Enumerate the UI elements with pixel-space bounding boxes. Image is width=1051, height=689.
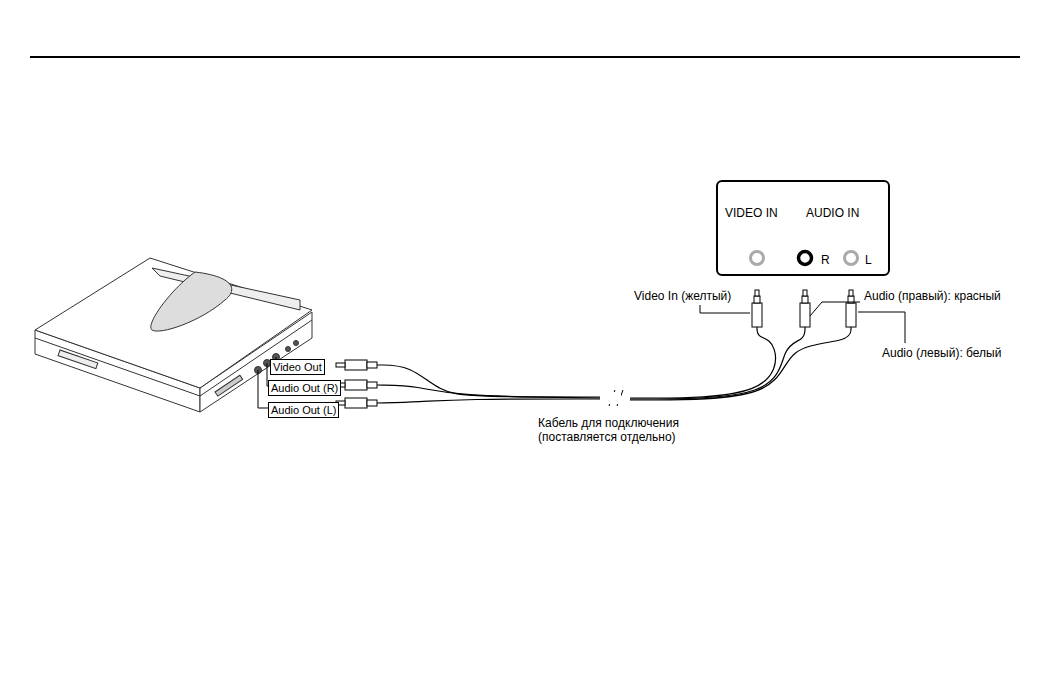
output-label: Audio Out (R) <box>268 380 341 396</box>
plug-leaders <box>700 302 905 343</box>
cable-note: Кабель для подключения (поставляется отд… <box>536 416 710 444</box>
cable <box>377 327 851 406</box>
output-label: Video Out <box>270 359 325 375</box>
panel-label: R <box>821 253 830 267</box>
plugs-left <box>336 360 377 408</box>
output-label: Audio Out (L) <box>268 402 339 418</box>
cable-wire <box>630 327 805 399</box>
input-panel: VIDEO IN AUDIO IN R L <box>716 180 890 276</box>
plugs-right <box>752 290 856 327</box>
header-rule <box>30 56 1020 58</box>
cable-wire <box>630 327 776 398</box>
panel-label: AUDIO IN <box>806 206 859 220</box>
panel-jacks <box>751 252 858 265</box>
panel-label: VIDEO IN <box>725 206 778 220</box>
plug-label: Audio (правый): красный <box>862 289 1003 303</box>
panel-label: L <box>865 253 872 267</box>
break-gap <box>603 392 621 404</box>
cable-wire <box>630 327 851 400</box>
cable-wire <box>377 399 600 403</box>
cable-wire <box>377 365 600 397</box>
cable-wire <box>377 385 600 398</box>
plug-label: Audio (левый): белый <box>880 346 1003 360</box>
plug-label: Video In (желтый) <box>632 289 733 303</box>
